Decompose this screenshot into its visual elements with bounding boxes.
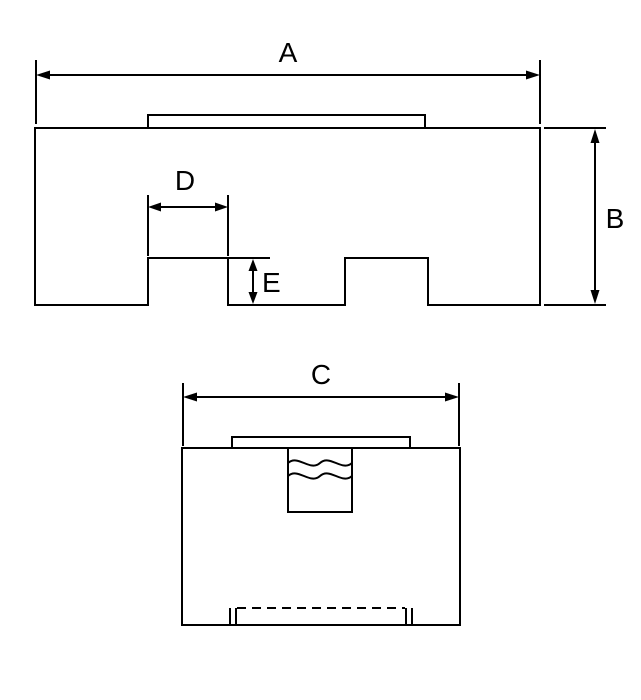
front-top-plate — [147, 114, 426, 129]
dim-c: C — [182, 359, 460, 446]
dim-c-label: C — [311, 359, 331, 390]
dim-e-arrowhead-bottom — [248, 292, 258, 304]
front-body-outline — [34, 127, 541, 306]
dim-b: B — [544, 127, 625, 306]
center-recess-outline — [287, 447, 353, 513]
dim-c-arrowhead-right — [445, 392, 459, 402]
dim-a-arrowhead-right — [526, 70, 540, 80]
dim-b-arrowhead-top — [590, 129, 600, 143]
side-top-plate — [231, 436, 411, 449]
dim-d-arrowhead-left — [148, 202, 161, 212]
dim-a-label: A — [279, 37, 298, 68]
dim-d: D — [147, 165, 229, 256]
dim-a-arrowhead-left — [36, 70, 50, 80]
left-slot — [229, 608, 237, 624]
dim-e-arrowhead-top — [248, 259, 258, 271]
dim-a: A — [35, 37, 541, 124]
dim-c-arrowhead-left — [183, 392, 197, 402]
dim-b-label: B — [606, 203, 625, 234]
dim-d-arrowhead-right — [215, 202, 228, 212]
dim-e-label: E — [262, 267, 281, 298]
dim-e: E — [228, 257, 281, 304]
center-recess — [287, 447, 353, 513]
right-slot — [405, 608, 413, 624]
dim-b-arrowhead-bottom — [590, 290, 600, 304]
side-view: C — [181, 359, 461, 626]
front-view: A B D — [34, 37, 625, 306]
dim-d-label: D — [175, 165, 195, 196]
break-line-lower — [287, 472, 353, 480]
break-line-upper — [287, 459, 353, 467]
